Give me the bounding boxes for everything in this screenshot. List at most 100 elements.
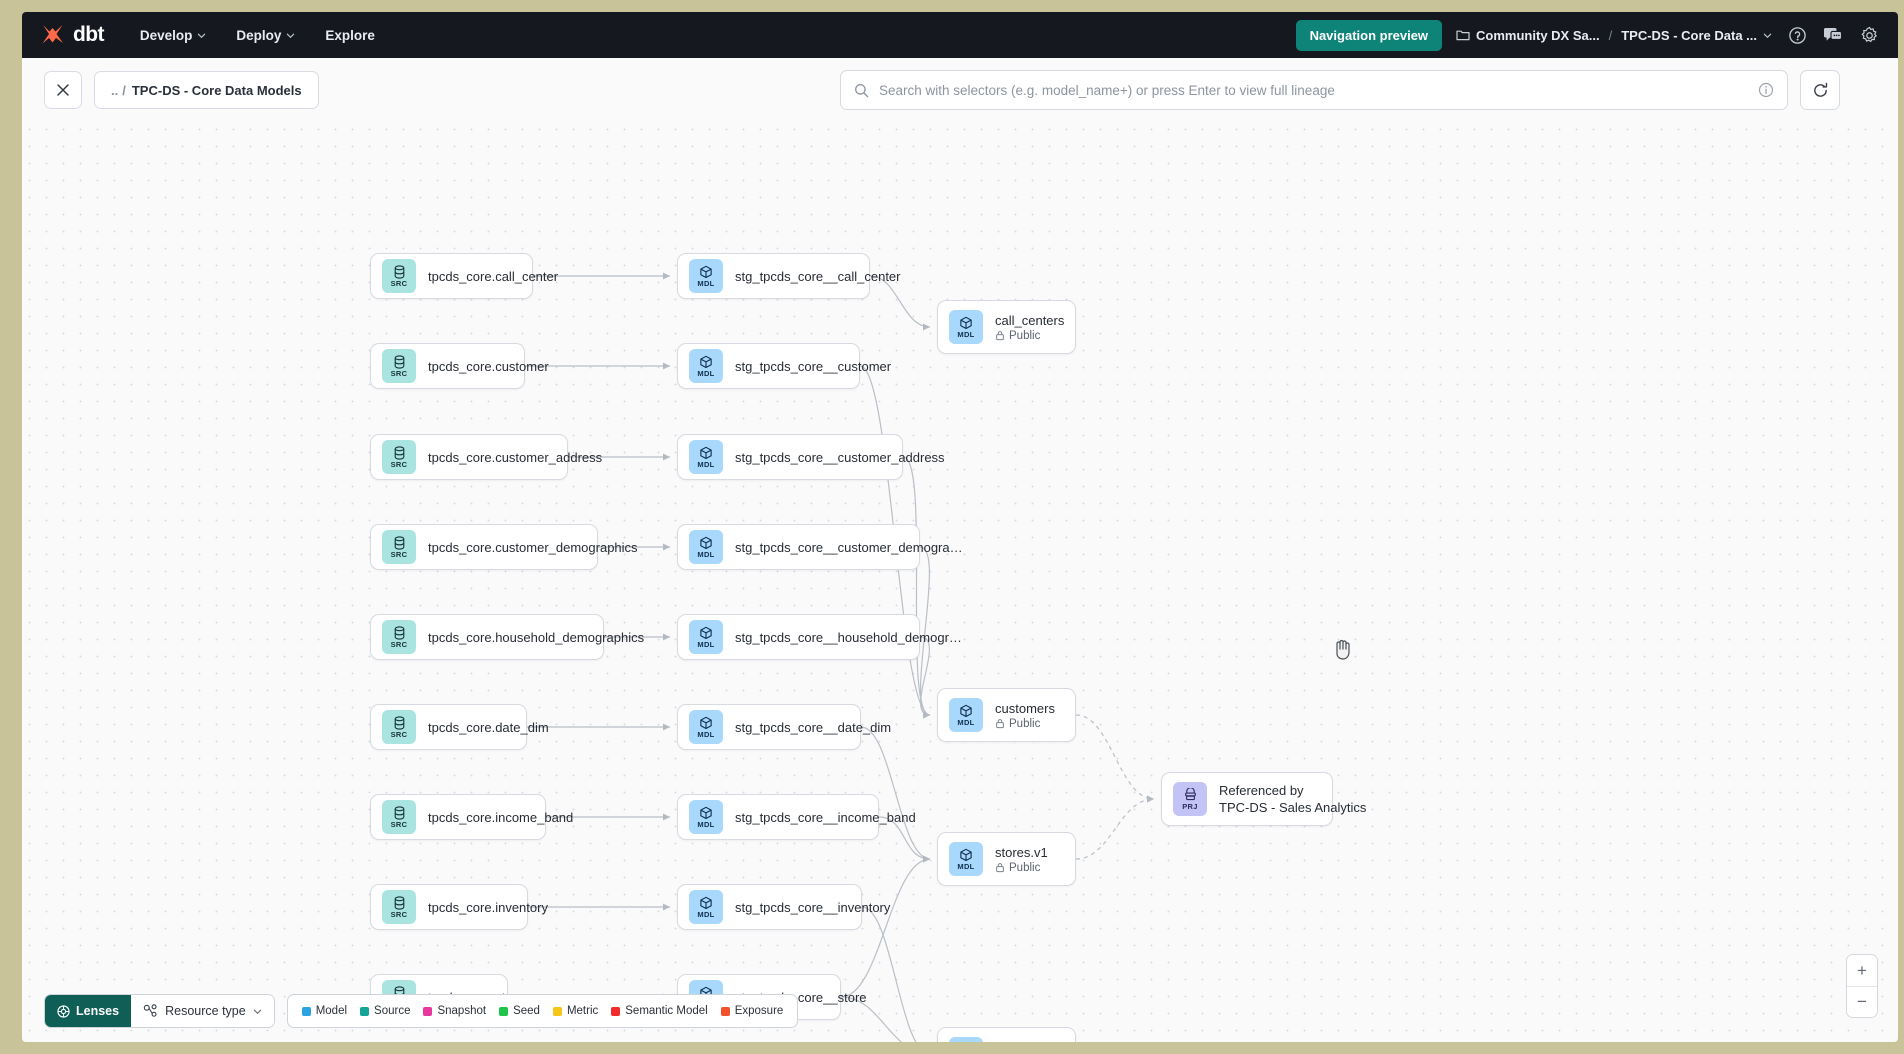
node-type-label: MDL bbox=[697, 640, 715, 649]
feedback-icon[interactable] bbox=[1822, 24, 1844, 46]
node-text: tpcds_core.household_demographics bbox=[428, 629, 645, 645]
search-area bbox=[840, 70, 1840, 110]
node-type-badge-mdl: MDL bbox=[689, 259, 723, 293]
legend-item-snapshot[interactable]: Snapshot bbox=[423, 1005, 486, 1017]
lineage-breadcrumb-button[interactable]: .. / TPC-DS - Core Data Models bbox=[94, 71, 319, 109]
legend-item-exposure[interactable]: Exposure bbox=[720, 1005, 783, 1017]
legend-item-seed[interactable]: Seed bbox=[499, 1005, 540, 1017]
node-text: stores.v2Public bbox=[995, 1040, 1048, 1043]
refresh-button[interactable] bbox=[1800, 70, 1840, 110]
legend-swatch bbox=[720, 1006, 730, 1016]
legend-item-semantic-model[interactable]: Semantic Model bbox=[611, 1005, 708, 1017]
info-icon[interactable] bbox=[1758, 82, 1774, 98]
search-icon bbox=[855, 83, 869, 97]
node-text: stg_tpcds_core__date_dim bbox=[735, 719, 892, 735]
node-type-badge-src: SRC bbox=[382, 800, 416, 834]
graph-node[interactable]: MDL stg_tpcds_core__date_dim bbox=[677, 704, 892, 750]
nav-item-explore[interactable]: Explore bbox=[323, 22, 377, 49]
breadcrumb-account[interactable]: Community DX Sa... bbox=[1456, 28, 1600, 43]
node-title: stg_tpcds_core__customer_demogra… bbox=[735, 539, 963, 555]
refresh-icon bbox=[1813, 82, 1827, 97]
gear-icon[interactable] bbox=[1858, 24, 1880, 46]
legend-item-model[interactable]: Model bbox=[301, 1005, 347, 1017]
graph-node[interactable]: SRC tpcds_core.income_band bbox=[370, 794, 574, 840]
graph-node[interactable]: SRC tpcds_core.date_dim bbox=[370, 704, 549, 750]
nav-item-develop[interactable]: Develop bbox=[138, 22, 209, 49]
node-text: stg_tpcds_core__customer_address bbox=[735, 450, 945, 465]
graph-node[interactable]: MDL stg_tpcds_core__customer_demogra… bbox=[677, 524, 963, 570]
node-text: stg_tpcds_core__income_band bbox=[735, 810, 916, 825]
project-icon bbox=[1184, 787, 1197, 802]
top-navigation-bar: dbt Develop Deploy Explore Navigation pr… bbox=[22, 12, 1898, 58]
node-type-label: MDL bbox=[697, 369, 715, 378]
help-icon[interactable] bbox=[1786, 24, 1808, 46]
node-type-label: SRC bbox=[390, 820, 408, 829]
close-lineage-button[interactable] bbox=[44, 71, 82, 109]
node-type-label: MDL bbox=[697, 820, 715, 829]
lock-icon bbox=[996, 331, 1004, 341]
node-type-label: MDL bbox=[697, 730, 715, 739]
node-title: stg_tpcds_core__customer bbox=[735, 358, 892, 374]
node-type-badge-mdl: MDL bbox=[689, 530, 723, 564]
folder-icon bbox=[1456, 30, 1470, 41]
cube-icon bbox=[959, 703, 973, 718]
lineage-toolbar: .. / TPC-DS - Core Data Models bbox=[22, 58, 1898, 122]
graph-node[interactable]: MDL stores.v2Public bbox=[937, 1027, 1076, 1042]
graph-node[interactable]: MDL stg_tpcds_core__income_band bbox=[677, 794, 916, 840]
node-access-badge: Public bbox=[995, 330, 1059, 342]
legend-item-source[interactable]: Source bbox=[360, 1005, 410, 1017]
node-title: stg_tpcds_core__date_dim bbox=[735, 719, 892, 735]
dbt-wordmark: dbt bbox=[73, 23, 104, 46]
node-text: stg_tpcds_core__customer_demogra… bbox=[735, 539, 963, 555]
lenses-button[interactable]: Lenses bbox=[45, 995, 132, 1027]
breadcrumb-project[interactable]: TPC-DS - Core Data ... bbox=[1621, 28, 1772, 43]
cube-icon bbox=[699, 805, 713, 820]
database-icon bbox=[393, 354, 406, 369]
breadcrumb-slash: / bbox=[122, 82, 126, 98]
lock-icon bbox=[996, 719, 1004, 729]
zoom-controls: + − bbox=[1846, 954, 1878, 1018]
resource-type-dropdown[interactable]: Resource type bbox=[131, 995, 274, 1027]
node-title: tpcds_core.date_dim bbox=[428, 719, 549, 735]
graph-node[interactable]: MDL stg_tpcds_core__customer bbox=[677, 343, 892, 389]
legend-label: Seed bbox=[513, 1005, 540, 1017]
zoom-in-button[interactable]: + bbox=[1847, 955, 1877, 986]
navigation-preview-button[interactable]: Navigation preview bbox=[1295, 19, 1443, 51]
lineage-breadcrumb-label: TPC-DS - Core Data Models bbox=[131, 82, 302, 98]
node-access-label: Public bbox=[1009, 329, 1041, 342]
dbt-logo[interactable]: dbt bbox=[32, 23, 122, 47]
nav-item-explore-label: Explore bbox=[325, 27, 375, 43]
chevron-down-icon bbox=[253, 1009, 261, 1014]
node-type-badge-mdl: MDL bbox=[949, 1037, 983, 1042]
lineage-edge bbox=[869, 275, 931, 331]
node-title: tpcds_core.income_band bbox=[428, 809, 574, 825]
legend-swatch bbox=[423, 1006, 433, 1016]
node-type-badge-src: SRC bbox=[382, 349, 416, 383]
node-title: tpcds_core.household_demographics bbox=[428, 629, 645, 645]
zoom-out-button[interactable]: − bbox=[1847, 986, 1877, 1017]
database-icon bbox=[393, 625, 406, 640]
database-icon bbox=[393, 715, 406, 730]
legend-item-metric[interactable]: Metric bbox=[552, 1005, 598, 1017]
search-box[interactable] bbox=[840, 70, 1788, 110]
nav-item-deploy[interactable]: Deploy bbox=[234, 22, 297, 49]
search-input[interactable] bbox=[879, 82, 1748, 98]
node-type-label: SRC bbox=[390, 730, 408, 739]
